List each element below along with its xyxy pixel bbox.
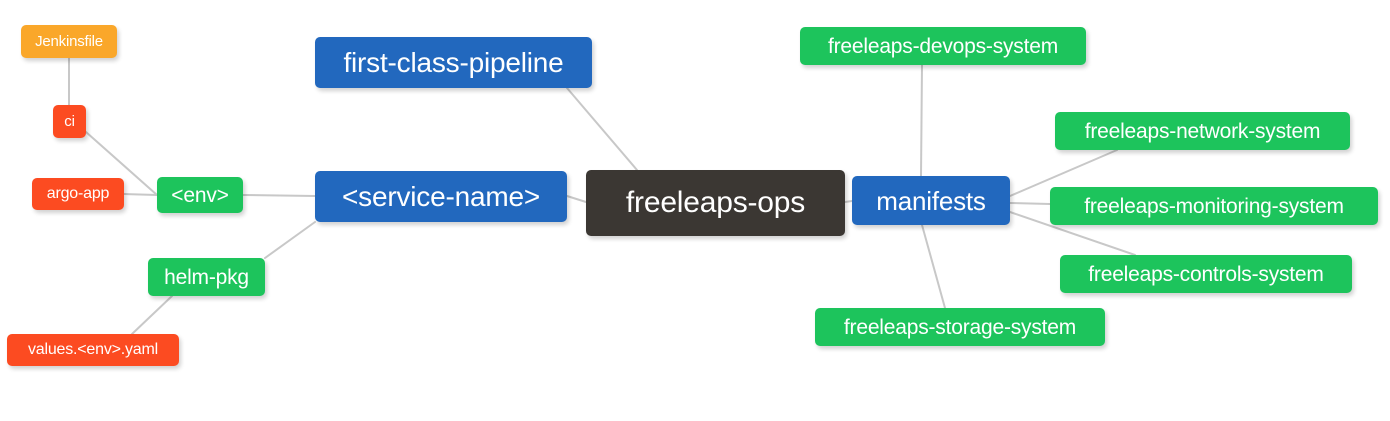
edge-pipeline-to-root — [566, 87, 638, 171]
node-env[interactable]: <env> — [157, 177, 243, 213]
node-service-name[interactable]: <service-name> — [315, 171, 567, 222]
node-root[interactable]: freeleaps-ops — [586, 170, 845, 236]
node-label: freeleaps-ops — [625, 186, 806, 219]
node-label: first-class-pipeline — [343, 46, 564, 78]
node-label: values.<env>.yaml — [27, 341, 158, 358]
edge-manifests-to-devops — [920, 64, 923, 177]
node-values-yaml[interactable]: values.<env>.yaml — [7, 334, 179, 366]
node-label: <service-name> — [342, 180, 540, 212]
node-label: manifests — [876, 185, 986, 216]
edge-argo-app-to-env — [123, 193, 158, 196]
node-label: ci — [64, 113, 75, 130]
node-label: Jenkinsfile — [35, 33, 103, 50]
node-label: freeleaps-storage-system — [843, 315, 1077, 339]
node-label: freeleaps-monitoring-system — [1084, 194, 1344, 218]
edge-service-name-to-helm-pkg — [264, 221, 316, 259]
node-controls[interactable]: freeleaps-controls-system — [1060, 255, 1352, 293]
edge-helm-pkg-to-values-yaml — [131, 295, 173, 335]
node-manifests[interactable]: manifests — [852, 176, 1010, 225]
node-pipeline[interactable]: first-class-pipeline — [315, 37, 592, 88]
edge-root-to-manifests — [844, 200, 853, 203]
node-devops[interactable]: freeleaps-devops-system — [800, 27, 1086, 65]
node-jenkinsfile[interactable]: Jenkinsfile — [21, 25, 117, 58]
node-helm-pkg[interactable]: helm-pkg — [148, 258, 265, 296]
edge-manifests-to-monitoring — [1009, 202, 1051, 205]
edge-manifests-to-storage — [921, 224, 946, 309]
node-monitoring[interactable]: freeleaps-monitoring-system — [1050, 187, 1378, 225]
node-label: freeleaps-network-system — [1084, 119, 1321, 143]
node-argo-app[interactable]: argo-app — [32, 178, 124, 210]
node-label: helm-pkg — [164, 265, 249, 289]
node-label: freeleaps-controls-system — [1088, 262, 1324, 286]
node-storage[interactable]: freeleaps-storage-system — [815, 308, 1105, 346]
node-label: argo-app — [46, 185, 110, 202]
edge-service-name-to-root — [566, 195, 587, 203]
node-ci[interactable]: ci — [53, 105, 86, 138]
edge-env-to-service-name — [242, 194, 316, 197]
node-label: <env> — [171, 183, 229, 207]
node-network[interactable]: freeleaps-network-system — [1055, 112, 1350, 150]
node-label: freeleaps-devops-system — [828, 34, 1058, 58]
